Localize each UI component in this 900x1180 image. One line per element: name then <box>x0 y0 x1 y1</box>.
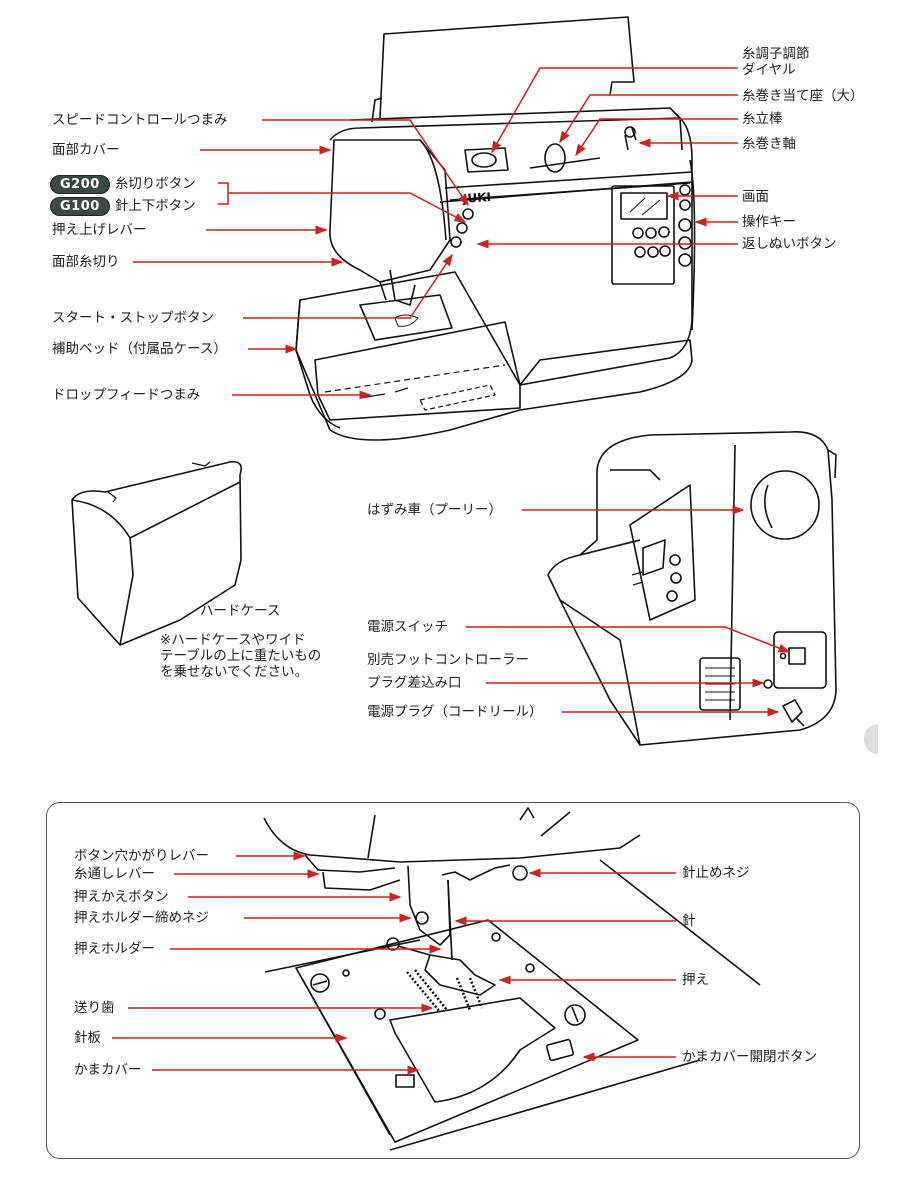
label-extension-bed: 補助ベッド（付属品ケース） <box>52 341 227 357</box>
label-presser-holder: 押えホルダー <box>74 941 155 957</box>
label-presser-holder-screw: 押えホルダー締めネジ <box>74 910 209 926</box>
label-feed-dogs: 送り歯 <box>74 1000 115 1016</box>
label-reverse-button: 返しぬいボタン <box>742 236 837 252</box>
feed-dogs <box>406 969 484 1013</box>
foot-controller-jack <box>763 679 773 689</box>
face-cover <box>329 139 451 283</box>
front-machine-illustration <box>295 16 696 441</box>
needle-area-illustration <box>263 807 761 1151</box>
note-line: を乗せないでください。 <box>160 664 309 680</box>
label-line-2: プラグ差込み口 <box>367 675 462 691</box>
label-line-1: 別売フットコントローラー <box>367 652 529 668</box>
label-spool-pin: 糸立棒 <box>742 111 783 127</box>
power-plug <box>782 699 805 727</box>
label-bobbin-cover-release: かまカバー開閉ボタン <box>682 1049 817 1065</box>
label-foot-controller-jack: 別売フットコントローラー プラグ差込み口 <box>367 652 529 691</box>
label-line-1: 糸調子調節 <box>742 46 810 62</box>
note-line: ※ハードケースやワイド <box>160 632 306 648</box>
note-line: テーブルの上に重たいもの <box>160 648 322 664</box>
spool-cap <box>544 143 566 173</box>
model-badge-g200: G200 <box>50 175 110 194</box>
label-needle-plate: 針板 <box>74 1030 101 1046</box>
machine-bed <box>295 271 693 441</box>
carry-handle <box>379 16 635 119</box>
label-text: 糸切りボタン <box>114 176 196 192</box>
label-presser-lifter: 押え上げレバー <box>52 222 147 238</box>
label-spool-cap-large: 糸巻き当て座（大） <box>742 88 864 104</box>
machine-arm <box>329 117 693 386</box>
label-needle: 針 <box>682 913 696 929</box>
accessory-case <box>314 321 521 421</box>
label-hard-case: ハードケース <box>200 603 281 619</box>
label-power-switch: 電源スイッチ <box>367 619 448 635</box>
display-panel <box>611 185 675 285</box>
bobbin-cover <box>389 997 556 1103</box>
side-machine-illustration <box>547 431 837 746</box>
juki-logo: JUKI <box>462 190 492 206</box>
label-bobbin-winder-spindle: 糸巻き軸 <box>742 136 796 152</box>
label-presser-foot: 押え <box>682 972 709 988</box>
hard-case-illustration <box>71 460 243 646</box>
label-bobbin-cover: かまカバー <box>74 1062 142 1078</box>
page-edge-tab <box>864 724 878 754</box>
needle <box>447 879 453 961</box>
bobbin-cover-release-button <box>545 1038 575 1062</box>
presser-foot <box>424 954 496 996</box>
label-start-stop-button: スタート・ストップボタン <box>52 310 214 326</box>
label-handwheel-pulley: はずみ車（プーリー） <box>367 502 502 518</box>
label-face-thread-cutter: 面部糸切り <box>52 254 120 270</box>
label-power-plug-cord-reel: 電源プラグ（コードリール） <box>367 704 543 720</box>
needle-clamp-screw <box>512 865 528 881</box>
label-text: 針上下ボタン <box>114 198 196 214</box>
label-threader-lever: 糸通しレバー <box>74 866 155 882</box>
lcd-screen <box>620 192 668 220</box>
label-needle-clamp-screw: 針止めネジ <box>682 865 750 881</box>
side-control-panel <box>629 484 696 621</box>
vent-grille <box>699 657 741 711</box>
label-face-cover: 面部カバー <box>52 142 120 158</box>
label-buttonhole-lever: ボタン穴かがりレバー <box>74 848 209 864</box>
label-operation-keys: 操作キー <box>742 214 796 230</box>
label-thread-tension-dial: 糸調子調節 ダイヤル <box>742 46 810 78</box>
label-line-2: ダイヤル <box>742 62 796 78</box>
needle-plate <box>359 294 453 341</box>
label-speed-control-knob: スピードコントロールつまみ <box>52 112 228 128</box>
power-switch <box>788 647 806 665</box>
power-switch-panel <box>773 631 827 689</box>
model-badge-g100: G100 <box>50 197 110 216</box>
label-presser-release-button: 押えかえボタン <box>74 889 169 905</box>
presser-holder-screw <box>415 911 429 925</box>
label-screen: 画面 <box>742 189 769 205</box>
detail-view-frame <box>46 802 860 1159</box>
pulley-handwheel <box>750 470 820 540</box>
label-drop-feed-knob: ドロップフィードつまみ <box>52 387 201 403</box>
tension-dial <box>471 152 497 168</box>
hard-case-warning-note: ※ハードケースやワイド テーブルの上に重たいもの を乗せないでください。 <box>160 632 321 680</box>
leader-lines <box>112 67 791 1075</box>
